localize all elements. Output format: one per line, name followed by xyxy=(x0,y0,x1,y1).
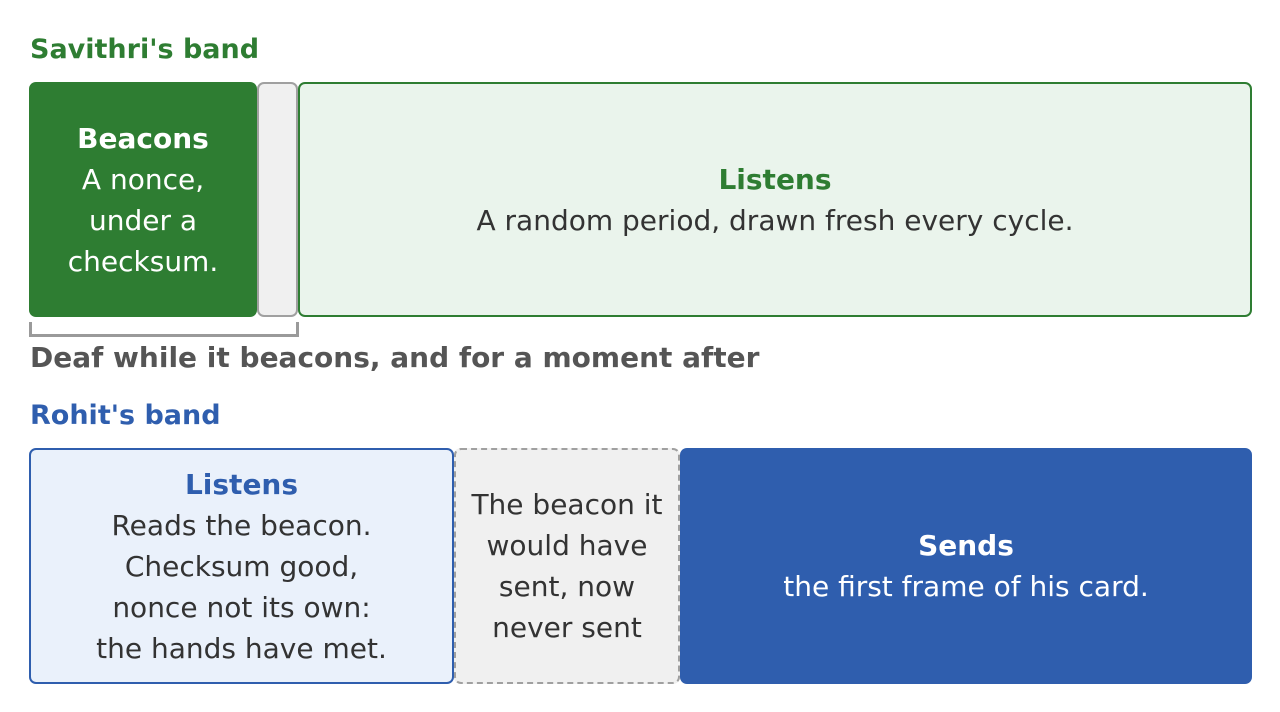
savithri-listens-text: A random period, drawn fresh every cycle… xyxy=(476,203,1074,237)
savithri-deaf-gap-block xyxy=(257,82,298,317)
rohit-unsent-beacon-text: The beacon it would have sent, now never… xyxy=(471,488,663,644)
rohit-sends-block: Sends the first frame of his card. xyxy=(680,448,1252,684)
rohit-listens-block: Listens Reads the beacon. Checksum good,… xyxy=(29,448,454,684)
deaf-interval-bracket xyxy=(29,322,299,337)
savithri-band-title: Savithri's band xyxy=(30,34,260,65)
rohit-listens-heading: Listens xyxy=(184,467,299,501)
rohit-band-title: Rohit's band xyxy=(30,400,221,431)
rohit-sends-heading: Sends xyxy=(918,529,1014,562)
rohit-sends-text: the first frame of his card. xyxy=(783,570,1149,603)
savithri-listens-heading: Listens xyxy=(718,162,832,196)
deaf-interval-note: Deaf while it beacons, and for a moment … xyxy=(30,341,760,374)
rohit-unsent-beacon-block: The beacon it would have sent, now never… xyxy=(454,448,680,684)
savithri-listens-block: Listens A random period, drawn fresh eve… xyxy=(298,82,1252,317)
savithri-beacons-heading: Beacons xyxy=(77,121,209,155)
savithri-beacons-block: Beacons A nonce, under a checksum. xyxy=(29,82,257,317)
rohit-listens-text: Reads the beacon. Checksum good, nonce n… xyxy=(96,508,387,665)
savithri-beacons-text: A nonce, under a checksum. xyxy=(67,162,219,278)
